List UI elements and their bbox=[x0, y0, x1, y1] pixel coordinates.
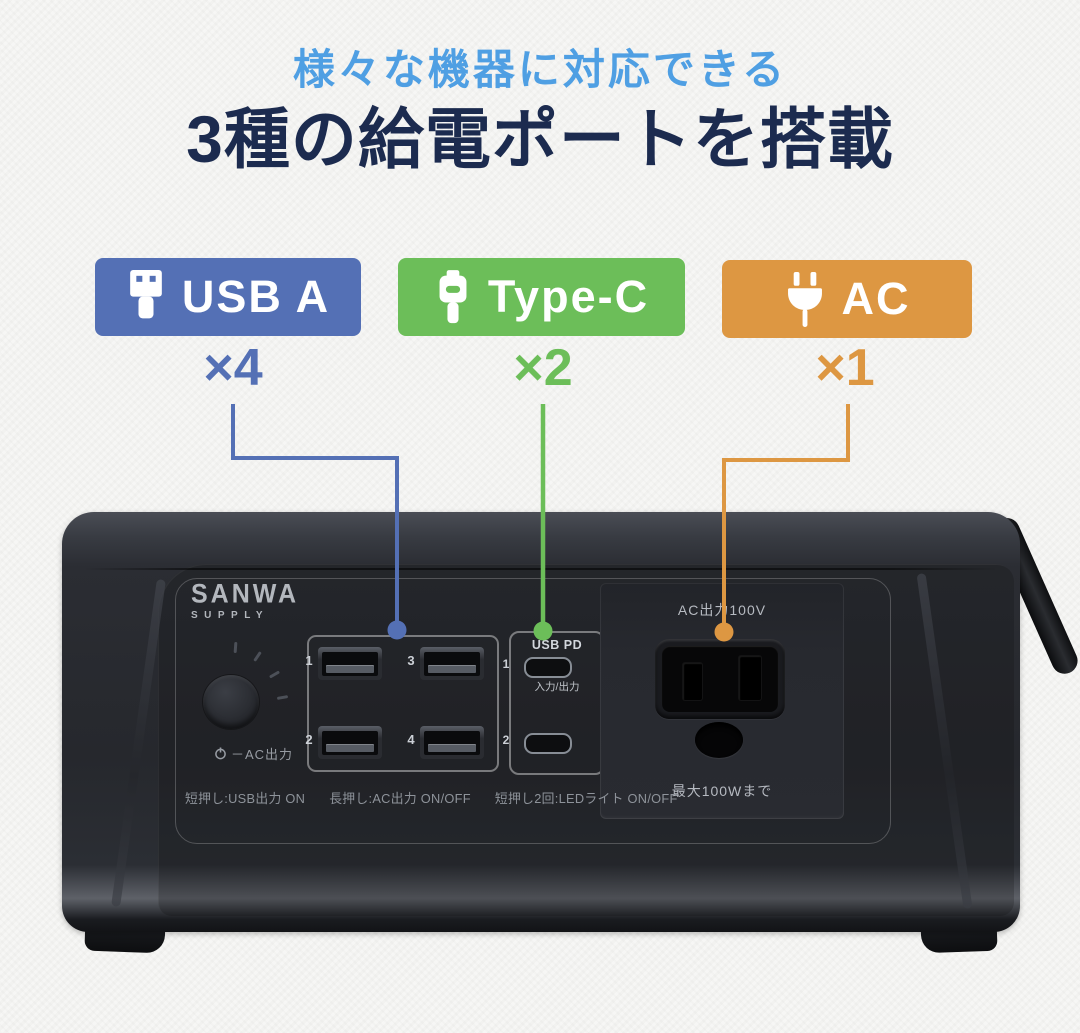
type-c-port-2 bbox=[524, 733, 572, 754]
hint-double-press: 短押し2回:LEDライト ON/OFF bbox=[494, 791, 678, 806]
usb-port-tongue bbox=[326, 665, 374, 673]
type-c-count: ×2 bbox=[513, 339, 573, 397]
device-top-seam bbox=[84, 568, 998, 570]
type-c-port-number: 2 bbox=[502, 733, 510, 747]
ac-max-watt-label: 最大100Wまで bbox=[671, 783, 773, 799]
usb-a-count: ×4 bbox=[203, 339, 263, 397]
usb-pd-port-group: USB PD 入力/出力 bbox=[509, 631, 605, 775]
brand-name: SANWA bbox=[191, 578, 300, 610]
type-c-port-number: 1 bbox=[502, 657, 510, 671]
hint-short-press: 短押し:USB出力 ON bbox=[185, 791, 306, 806]
type-c-port-1 bbox=[524, 657, 572, 678]
usb-port-number: 1 bbox=[305, 653, 313, 668]
screw-hole bbox=[695, 722, 743, 758]
usb-a-port-1 bbox=[318, 647, 382, 680]
power-button-label: －AC出力 bbox=[214, 744, 293, 763]
type-c-badge: Type-C bbox=[398, 258, 685, 336]
usb-a-port-2 bbox=[318, 726, 382, 759]
subtitle: 様々な機器に対応できる bbox=[292, 46, 788, 93]
front-panel-outline bbox=[175, 578, 891, 844]
power-button-caption: －AC出力 bbox=[231, 747, 294, 762]
ac-slot-right bbox=[739, 656, 761, 700]
usb-a-port-3 bbox=[420, 647, 484, 680]
ac-output-label: AC出力100V bbox=[677, 602, 767, 618]
usb-port-tongue bbox=[326, 744, 374, 752]
usb-pd-header: USB PD bbox=[531, 638, 583, 652]
ac-outlet-section: AC出力100V 最大100Wまで bbox=[600, 583, 844, 819]
ac-outlet-face bbox=[662, 646, 778, 712]
brand-logo: SANWA SUPPLY bbox=[191, 578, 300, 621]
power-icon bbox=[215, 747, 226, 760]
ac-count: ×1 bbox=[815, 339, 875, 397]
usb-c-plug-icon bbox=[439, 270, 467, 324]
brand-subname: SUPPLY bbox=[191, 610, 270, 621]
ac-slot-left bbox=[683, 663, 702, 700]
usb-a-port-4 bbox=[420, 726, 484, 759]
usb-port-number: 3 bbox=[407, 653, 415, 668]
usb-port-number: 4 bbox=[407, 732, 415, 747]
usb-port-number: 2 bbox=[305, 732, 313, 747]
page-title: 3種の給電ポートを搭載 bbox=[186, 102, 894, 176]
ac-badge-label: AC bbox=[841, 273, 911, 324]
ac-plug-icon bbox=[787, 271, 822, 327]
type-c-badge-label: Type-C bbox=[487, 271, 650, 322]
hint-long-press: 長押し:AC出力 ON/OFF bbox=[329, 791, 471, 806]
usb-port-tongue bbox=[428, 744, 476, 752]
type-c-port-caption: 入力/出力 bbox=[534, 681, 580, 693]
button-hints: 短押し:USB出力 ON 長押し:AC出力 ON/OFF 短押し2回:LEDライ… bbox=[185, 788, 678, 807]
ac-badge: AC bbox=[722, 260, 972, 338]
usb-a-badge: USB A bbox=[95, 258, 361, 336]
power-bank-device: SANWA SUPPLY －AC出力 1 3 2 4 USB PD 入力/出 bbox=[62, 512, 1020, 932]
usb-a-plug-icon bbox=[129, 269, 162, 318]
power-button bbox=[203, 675, 259, 729]
ac-outlet bbox=[655, 639, 785, 719]
usb-a-badge-label: USB A bbox=[181, 271, 331, 322]
usb-port-tongue bbox=[428, 665, 476, 673]
